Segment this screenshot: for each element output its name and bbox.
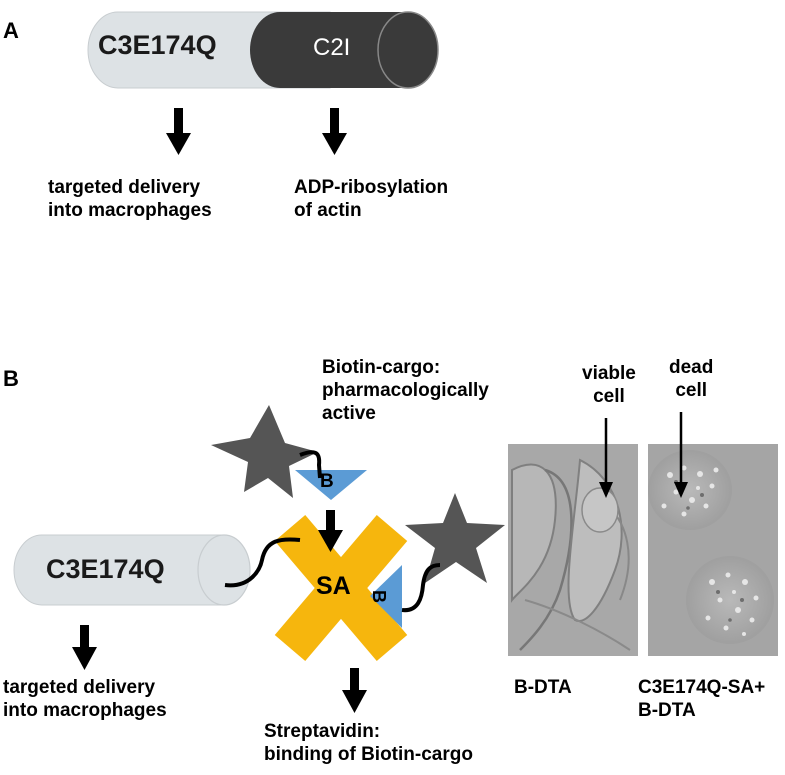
c3-cylinder-b-end xyxy=(197,534,251,606)
construct-b-label: C3E174Q xyxy=(46,554,165,584)
cargo-star-right xyxy=(405,493,505,583)
linker-c3-sa xyxy=(224,537,301,588)
c3-cylinder-b xyxy=(13,534,225,606)
panel-a-arrow-delivery xyxy=(166,108,191,155)
panel-b-label: B xyxy=(3,366,19,391)
micrograph-caption-bdta: B-DTA xyxy=(514,677,572,698)
arrow-biotin-to-sa xyxy=(318,510,343,552)
c2i-cylinder-body xyxy=(250,12,408,88)
effect-adp-ribosylation-label: ADP-ribosylation of actin xyxy=(294,177,449,221)
arrow-panel-b-delivery xyxy=(72,625,97,670)
biotin-triangle-right xyxy=(370,565,402,628)
construct-a-c2i-label: C2I xyxy=(313,34,351,61)
linker-star-top xyxy=(299,450,322,479)
cargo-star-top xyxy=(211,405,318,498)
biotin-cargo-label: Biotin-cargo: pharmacologically active xyxy=(322,357,489,424)
micrograph-dead xyxy=(648,444,778,656)
streptavidin-caption: Streptavidin: binding of Biotin-cargo xyxy=(264,721,473,765)
biotin-tag-top: B xyxy=(320,471,334,492)
effect-delivery-label: targeted delivery into macrophages xyxy=(48,177,212,221)
streptavidin-label: SA xyxy=(316,572,351,600)
panel-b-construct xyxy=(13,534,251,606)
biotin-triangle-top xyxy=(295,470,367,500)
micrograph-caption-c3-sa-bdta: C3E174Q-SA+ B-DTA xyxy=(638,677,766,721)
viable-cell-label: viable cell xyxy=(582,363,636,407)
panel-a-label: A xyxy=(3,18,19,43)
delivery-b-label: targeted delivery into macrophages xyxy=(3,677,167,721)
arrow-dead-cell xyxy=(674,412,688,498)
arrow-viable-cell xyxy=(599,418,613,498)
arrow-streptavidin-caption xyxy=(342,668,367,713)
panel-a-arrow-adp xyxy=(322,108,347,155)
micrograph-viable xyxy=(508,444,638,656)
panel-a-construct xyxy=(87,11,439,89)
linker-star-right xyxy=(401,563,441,613)
streptavidin-x xyxy=(274,515,408,661)
construct-a-c3-label: C3E174Q xyxy=(98,30,217,60)
biotin-tag-right: B xyxy=(369,590,389,603)
c2i-cylinder-end xyxy=(377,11,439,89)
dead-cell-label: dead cell xyxy=(669,357,714,401)
